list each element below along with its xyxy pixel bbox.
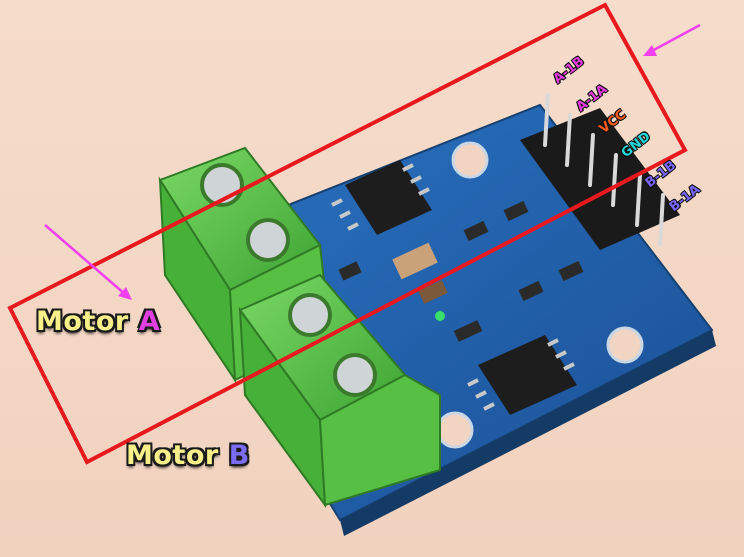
motor-a-label: Motor A	[36, 306, 160, 337]
ic-chip-1	[331, 160, 432, 235]
motor-b-text: Motor	[126, 440, 219, 471]
highlight-box	[7, 2, 688, 465]
screw-icon	[333, 353, 377, 397]
arrow-icon	[643, 23, 701, 56]
motor-a-letter: A	[138, 306, 161, 337]
mount-hole	[606, 326, 644, 364]
terminal-block-b	[238, 273, 441, 509]
ic-chip-2	[467, 335, 577, 415]
mount-hole	[451, 141, 489, 179]
pcb-board-edge	[340, 330, 716, 536]
arrow-icon	[44, 224, 132, 300]
screw-icon	[288, 293, 332, 337]
mount-hole	[436, 411, 474, 449]
screw-icon	[246, 218, 290, 262]
motor-b-letter: B	[228, 440, 250, 471]
motor-b-label: Motor B	[126, 440, 250, 471]
header-pins	[520, 93, 680, 250]
motor-a-text: Motor	[36, 306, 129, 337]
smd-components	[338, 200, 584, 342]
